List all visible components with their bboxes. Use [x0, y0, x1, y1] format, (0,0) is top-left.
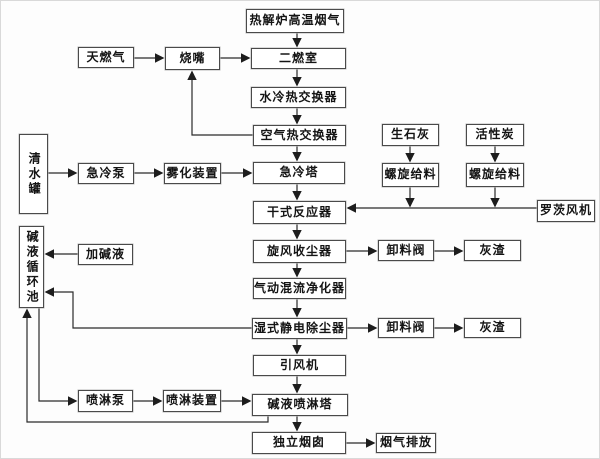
node-quench-pump: 急冷泵 [78, 163, 134, 184]
node-alkali-spray-tower: 碱液喷淋塔 [252, 394, 348, 416]
node-label-wet-esp: 湿式静电除尘器 [253, 320, 345, 335]
node-label-pyrolysis-flue-gas: 热解炉高温烟气 [249, 13, 341, 28]
edge-airhx-to-burner [187, 70, 253, 136]
edge-wetesp-to-pool [44, 287, 252, 329]
node-screw-feeder-carbon: 螺旋给料 [466, 163, 524, 187]
node-label-screw-feeder-lime: 螺旋给料 [384, 167, 437, 182]
node-label-roots-blower: 罗茨风机 [539, 203, 592, 218]
node-burner: 烧嘴 [165, 47, 220, 70]
node-air-hx: 空气热交换器 [253, 125, 346, 146]
node-natural-gas: 天燃气 [78, 47, 134, 68]
node-atomizer: 雾化装置 [164, 163, 221, 184]
node-label-activated-carbon: 活性炭 [475, 127, 515, 142]
node-quench-tower: 急冷塔 [253, 162, 345, 184]
node-induced-draft-fan: 引风机 [253, 355, 346, 376]
node-label-discharge-valve-2: 卸料阀 [386, 320, 426, 335]
node-label-cyclone-collector: 旋风收尘器 [266, 243, 332, 258]
node-label-ash-residue-2: 灰渣 [479, 320, 506, 335]
node-label-ash-residue-1: 灰渣 [479, 242, 506, 257]
node-discharge-valve-1: 卸料阀 [378, 240, 434, 261]
node-screw-feeder-lime: 螺旋给料 [382, 163, 439, 187]
node-wet-esp: 湿式静电除尘器 [252, 318, 347, 339]
node-label-gas-emission: 烟气排放 [379, 435, 432, 450]
node-label-spray-pump: 喷淋泵 [85, 393, 125, 408]
node-label-spray-device: 喷淋装置 [165, 393, 218, 408]
node-label-burner: 烧嘴 [179, 50, 206, 65]
node-label-water-cooled-hx: 水冷热交换器 [259, 89, 338, 104]
node-chimney: 独立烟囱 [252, 432, 346, 454]
node-spray-pump: 喷淋泵 [78, 390, 133, 412]
node-pyrolysis-flue-gas: 热解炉高温烟气 [246, 9, 344, 33]
node-quicklime: 生石灰 [382, 124, 439, 146]
node-label-quicklime: 生石灰 [390, 127, 430, 142]
node-ash-residue-1: 灰渣 [464, 240, 521, 261]
node-label-clean-water-tank: 清水罐 [27, 151, 42, 197]
node-label-quench-pump: 急冷泵 [86, 165, 126, 180]
node-dry-reactor: 干式反应器 [253, 201, 346, 224]
node-ash-residue-2: 灰渣 [464, 318, 521, 338]
edge-pool-to-spraypump [38, 308, 78, 406]
node-discharge-valve-2: 卸料阀 [378, 318, 434, 338]
node-label-air-hx: 空气热交换器 [260, 127, 339, 142]
node-secondary-chamber: 二燃室 [251, 48, 346, 69]
node-label-dry-reactor: 干式反应器 [266, 204, 332, 219]
node-label-alkali-feed: 加碱液 [85, 246, 125, 261]
node-label-secondary-chamber: 二燃室 [278, 50, 318, 65]
node-label-alkali-spray-tower: 碱液喷淋塔 [267, 397, 333, 412]
node-activated-carbon: 活性炭 [466, 124, 524, 146]
node-label-natural-gas: 天燃气 [86, 49, 126, 64]
node-water-cooled-hx: 水冷热交换器 [251, 87, 346, 108]
node-gas-emission: 烟气排放 [376, 433, 436, 453]
node-alkali-circulation-pool: 碱液循环池 [19, 226, 44, 308]
node-clean-water-tank: 清水罐 [19, 134, 48, 214]
node-label-alkali-circulation-pool: 碱液循环池 [25, 229, 40, 305]
node-label-discharge-valve-1: 卸料阀 [386, 242, 426, 257]
node-label-pneumatic-purifier: 气动混流净化器 [254, 280, 346, 295]
node-label-screw-feeder-carbon: 螺旋给料 [468, 167, 521, 182]
node-roots-blower: 罗茨风机 [537, 200, 595, 222]
node-alkali-feed: 加碱液 [78, 244, 133, 265]
node-label-atomizer: 雾化装置 [166, 165, 219, 180]
node-label-chimney: 独立烟囱 [272, 435, 325, 450]
node-pneumatic-purifier: 气动混流净化器 [253, 278, 346, 299]
node-label-quench-tower: 急冷塔 [279, 165, 319, 180]
node-cyclone-collector: 旋风收尘器 [253, 240, 346, 263]
node-label-induced-draft-fan: 引风机 [279, 357, 319, 372]
edge-tower-return-to-pool [22, 308, 269, 423]
node-spray-device: 喷淋装置 [163, 390, 221, 412]
